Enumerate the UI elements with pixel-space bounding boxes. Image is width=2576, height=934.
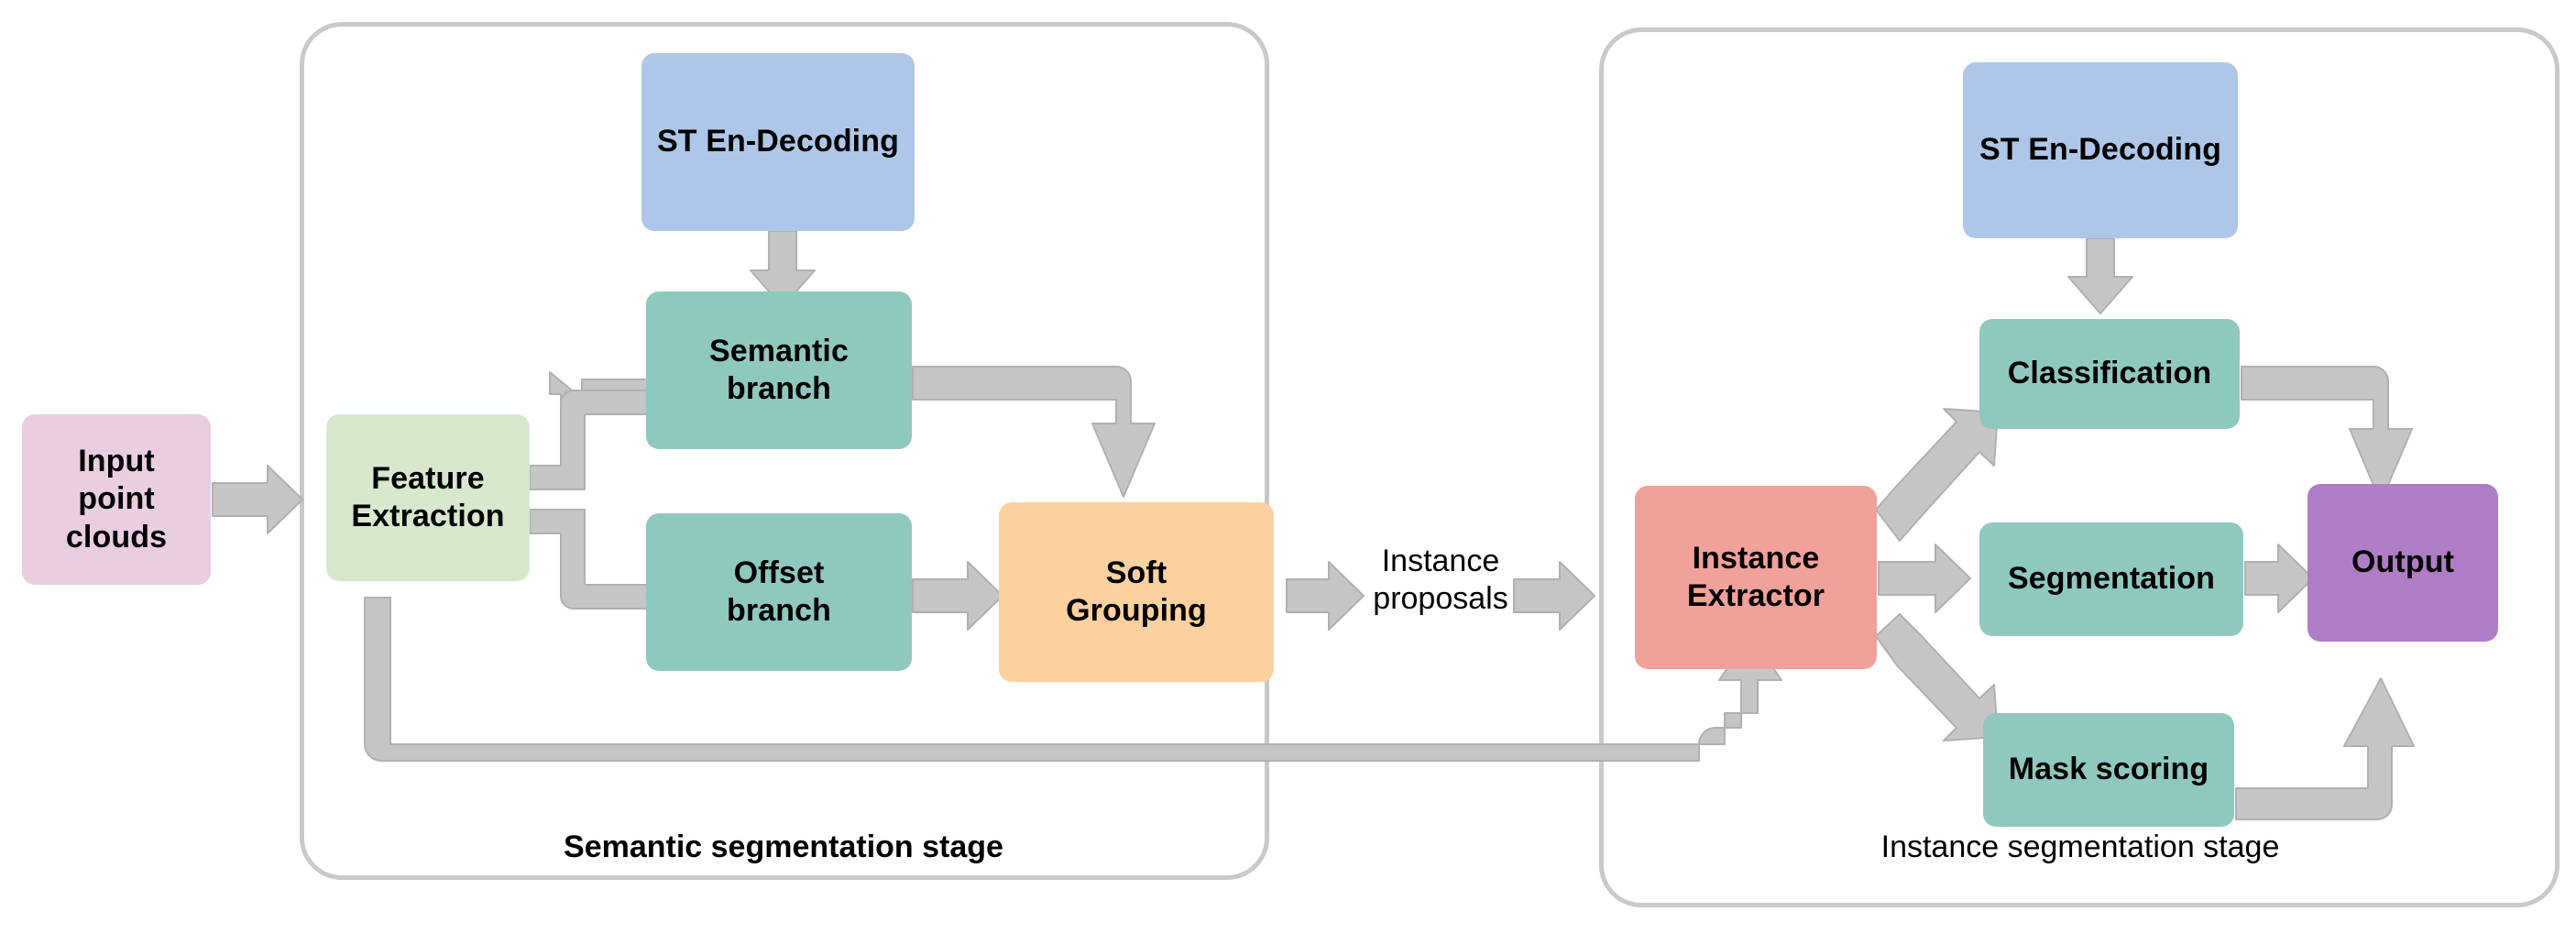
caption-instance-segmentation-stage: Instance segmentation stage bbox=[1880, 829, 2280, 864]
node-output[interactable]: Output bbox=[2307, 484, 2498, 642]
node-st-endecoding-left[interactable]: ST En-Decoding bbox=[641, 53, 915, 231]
arrow-input-to-feature bbox=[212, 465, 303, 534]
node-mask-scoring[interactable]: Mask scoring bbox=[1983, 713, 2234, 827]
node-st-endecoding-right[interactable]: ST En-Decoding bbox=[1963, 62, 2238, 238]
arrow-proposals-to-extractor bbox=[1513, 561, 1595, 631]
node-segmentation[interactable]: Segmentation bbox=[1979, 522, 2243, 636]
caption-semantic-segmentation-stage: Semantic segmentation stage bbox=[564, 829, 1003, 864]
semantic-segmentation-stage-panel bbox=[300, 22, 1269, 880]
instance-segmentation-stage-panel bbox=[1599, 27, 2560, 907]
node-classification[interactable]: Classification bbox=[1979, 319, 2240, 429]
arrow-softgrouping-to-proposals bbox=[1286, 561, 1365, 631]
